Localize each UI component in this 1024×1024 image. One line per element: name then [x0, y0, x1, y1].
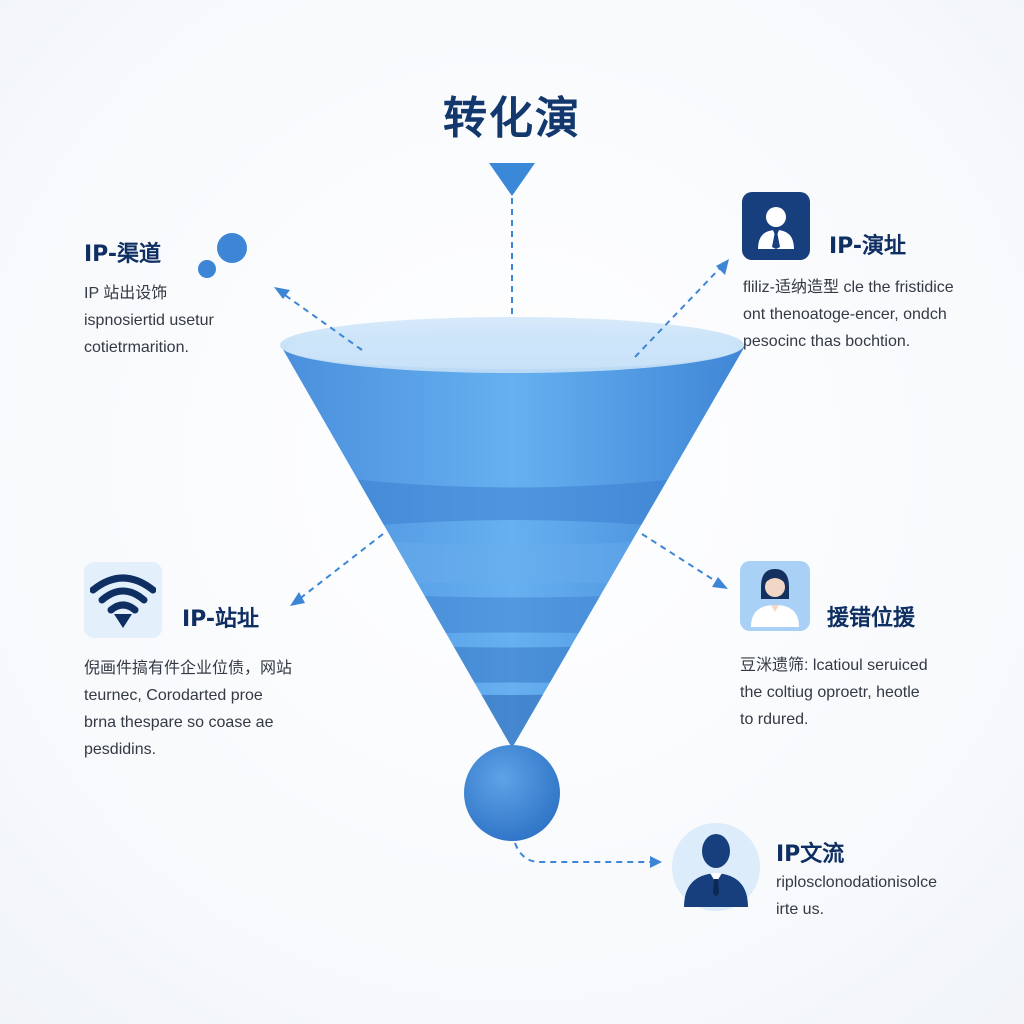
desc-line: riplosclonodationisolce — [776, 874, 937, 891]
desc-line: teurnec, Corodarted proe — [84, 687, 263, 704]
connector-arrows — [281, 265, 723, 863]
desc-line: the coltiug oproetr, heotle — [740, 684, 920, 701]
desc-line: cotietrmarition. — [84, 339, 189, 356]
desc-line: ispnosiertid usetur — [84, 312, 214, 329]
arrow-heads — [274, 259, 729, 868]
node-top-right-desc: fliliz-适纳造型 cle the fristidice ont theno… — [743, 274, 954, 355]
node-mid-left-desc: 倪画件搞有件企业位债，网站 teurnec, Corodarted proe b… — [84, 655, 292, 763]
arrow-bottom — [514, 842, 652, 863]
dots-icon — [198, 233, 247, 278]
funnel-output-ball — [464, 745, 560, 841]
desc-line: ont thenoatoge-encer, ondch — [743, 306, 947, 323]
desc-line: brna thespare so coase ae — [84, 714, 274, 731]
node-bottom-right-desc: riplosclonodationisolce irte us. — [776, 869, 937, 923]
node-top-right-label: IP-演址 — [829, 234, 907, 259]
desc-line: pesdidins. — [84, 741, 157, 758]
desc-line: to rdured. — [740, 711, 809, 728]
node-top-left-label: IP-渠道 — [84, 242, 162, 267]
arrow-top-left — [281, 292, 363, 351]
node-mid-right-desc: 豆洣遗筛: lcatioul seruiced the coltiug opro… — [740, 652, 928, 733]
diagram-title: 转化演 — [443, 93, 581, 144]
arrow-top-right — [634, 265, 723, 358]
funnel-body — [280, 317, 745, 748]
desc-line: IP 站出设饰 — [84, 285, 168, 302]
desc-line: 倪画件搞有件企业位债，网站 — [84, 660, 293, 677]
businessman-icon — [672, 823, 760, 911]
arrow-mid-right — [641, 533, 721, 585]
desc-line: fliliz-适纳造型 cle the fristidice — [743, 279, 954, 296]
desc-line: pesocinc thas bochtion. — [743, 333, 911, 350]
node-mid-right-label: 援错位援 — [827, 606, 916, 631]
wifi-icon — [84, 562, 162, 638]
top-pointer-triangle — [489, 163, 535, 196]
node-top-left-desc: IP 站出设饰 ispnosiertid usetur cotietrmarit… — [84, 280, 214, 361]
person-icon — [742, 192, 810, 260]
node-bottom-right-label: IP文流 — [776, 842, 845, 867]
node-mid-left-label: IP-站址 — [182, 607, 260, 632]
arrow-mid-left — [297, 533, 384, 601]
desc-line: 豆洣遗筛: lcatioul seruiced — [740, 657, 928, 674]
woman-icon — [740, 561, 810, 631]
desc-line: irte us. — [776, 901, 825, 918]
